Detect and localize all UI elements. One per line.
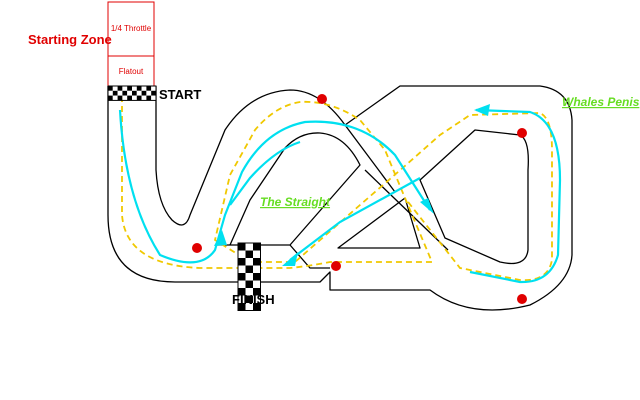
apex-marker-right-top [517, 128, 527, 138]
track-inner-edge-left [215, 132, 361, 246]
arrow-icon-whales [474, 104, 490, 116]
finish-flag-icon [237, 242, 261, 311]
arrow-icon-left [214, 230, 227, 246]
finish-label: FINISH [232, 292, 275, 307]
apex-marker-top [317, 94, 327, 104]
racing-line-left-entry [229, 140, 301, 206]
starting-zone: 1/4 Throttle Flatout Starting Zone [28, 1, 155, 87]
arrow-icon-straight [282, 252, 298, 266]
racing-line-straight [289, 177, 421, 261]
arrow-icon-crossing [420, 198, 434, 214]
quarter-throttle-label: 1/4 Throttle [111, 24, 152, 33]
whales-penis-label: Whales Penis [562, 95, 640, 109]
flatout-label: Flatout [119, 67, 144, 76]
track-outer-edge [107, 85, 573, 311]
racing-line-right-loop [469, 108, 562, 284]
start-label: START [159, 87, 201, 102]
start-flag-icon [107, 85, 157, 101]
the-straight-label: The Straight [260, 195, 331, 209]
apex-marker-right-bottom [517, 294, 527, 304]
track-inner-edge-center [337, 197, 421, 249]
apex-marker-center [331, 261, 341, 271]
apex-marker-left [192, 243, 202, 253]
track-inner-edge-right [419, 129, 529, 265]
starting-zone-label: Starting Zone [28, 32, 112, 47]
center-line [121, 96, 553, 282]
racing-line [118, 109, 431, 264]
